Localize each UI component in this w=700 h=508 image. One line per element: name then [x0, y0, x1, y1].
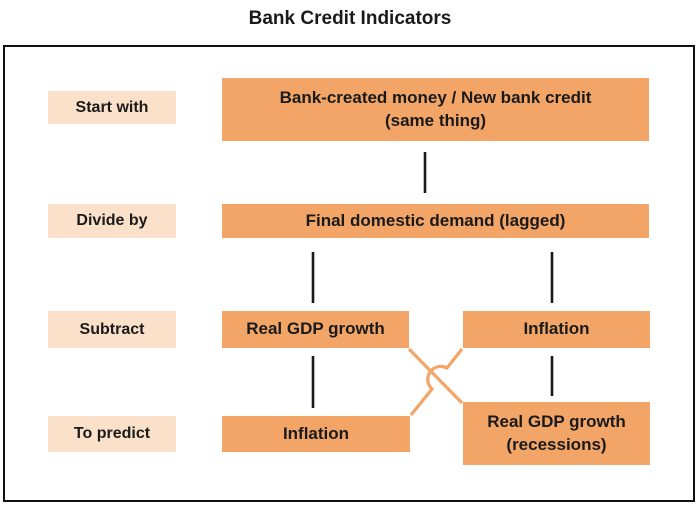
node-real-gdp-growth: Real GDP growth	[222, 311, 409, 348]
row-label-divide-by: Divide by	[48, 204, 176, 238]
node-bank-credit: Bank-created money / New bank credit (sa…	[222, 78, 649, 141]
node-real-gdp-recessions: Real GDP growth (recessions)	[463, 402, 650, 465]
node-final-domestic-demand: Final domestic demand (lagged)	[222, 204, 649, 238]
row-label-to-predict: To predict	[48, 416, 176, 452]
node-inflation-predict: Inflation	[222, 416, 410, 452]
diagram-title: Bank Credit Indicators	[248, 8, 452, 29]
row-label-start-with: Start with	[48, 91, 176, 124]
node-inflation-subtract: Inflation	[463, 311, 650, 348]
row-label-subtract: Subtract	[48, 311, 176, 348]
